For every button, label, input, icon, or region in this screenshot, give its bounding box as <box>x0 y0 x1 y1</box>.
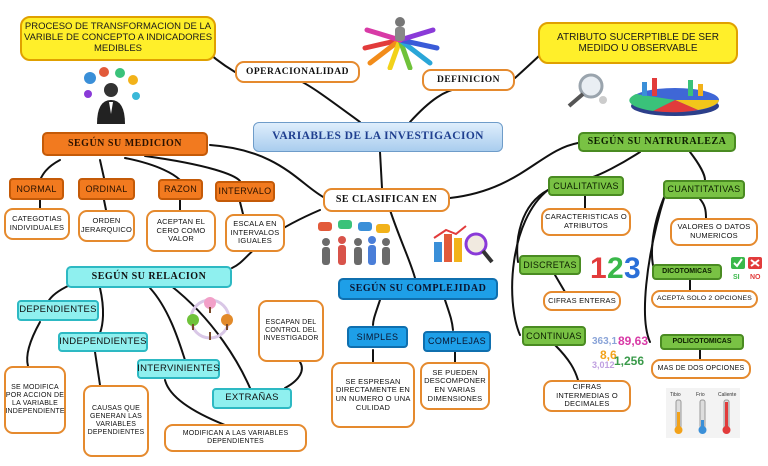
relacion-extranas: EXTRAÑAS <box>212 388 292 409</box>
naturaleza-continuas: CONTINUAS <box>522 326 586 346</box>
people-group-icon <box>318 220 390 265</box>
simples-desc: SE ESPRESAN DIRECTAMENTE EN UN NUMERO O … <box>331 362 415 428</box>
medicion-ordinal-desc: ORDEN JERARQUICO <box>78 210 135 242</box>
continuas-desc: CIFRAS INTERMEDIAS O DECIMALES <box>543 380 631 412</box>
independientes-desc: CAUSAS QUE GENERAN LAS VARIABLES DEPENDI… <box>83 385 149 457</box>
discretas-desc: CIFRAS ENTERAS <box>543 291 621 311</box>
medicion-intervalo-desc: ESCALA EN INTERVALOS IGUALES <box>225 214 285 252</box>
magnifier-person-icon <box>567 73 607 108</box>
tree-cycle-icon <box>187 297 233 340</box>
relacion-intervinientes: INTERVINIENTES <box>137 359 220 379</box>
complejidad-complejas: COMPLEJAS <box>423 331 491 352</box>
thermo-caliente: Caliente <box>718 392 737 398</box>
cuantitativas-desc: VALORES O DATOS NUMERICOS <box>670 218 758 246</box>
medicion-normal-desc: CATEGOTIAS INDIVIDUALES <box>4 208 70 240</box>
yes-no-icon: SI NO <box>731 257 762 281</box>
complejidad-simples: SIMPLES <box>347 326 408 348</box>
medicion-intervalo: INTERVALO <box>215 181 275 202</box>
naturaleza-discretas: DISCRETAS <box>519 255 581 275</box>
no-label: NO <box>750 274 761 281</box>
definicion-note: ATRIBUTO SUCERPTIBLE DE SER MEDIDO U OBS… <box>538 22 738 64</box>
medicion-razon-desc: ACEPTAN EL CERO COMO VALOR <box>146 210 216 252</box>
operacionalidad-node: OPERACIONALIDAD <box>235 61 360 83</box>
naturaleza-cualitativas: CUALITATIVAS <box>548 176 624 196</box>
numbers-123-icon: 1 2 3 <box>590 252 641 282</box>
digit-3: 3 <box>624 252 641 282</box>
thermo-tibio: Tibio <box>670 392 681 398</box>
extranas-desc: ESCAPAN DEL CONTROL DEL INVESTIGADOR <box>258 300 324 362</box>
pie-chart-icon <box>629 78 719 116</box>
intervinientes-desc: MODIFICAN A LAS VARIABLES DEPENDIENTES <box>164 424 307 452</box>
dependientes-desc: SE MODIFICA POR ACCION DE LA VARIABLE IN… <box>4 366 66 434</box>
hub-clasifican: SE CLASIFICAN EN <box>323 188 450 212</box>
complejas-desc: SE PUEDEN DESCOMPONER EN VARIAS DIMENSIO… <box>420 362 490 410</box>
dicotomicas-desc: ACEPTA SOLO 2 OPCIONES <box>651 290 758 308</box>
medicion-razon: RAZON <box>158 179 203 200</box>
si-label: SI <box>733 274 740 281</box>
naturaleza-node: SEGÚN SU NATRURALEZA <box>578 132 736 152</box>
decimal-1256: 1,256 <box>614 354 645 368</box>
medicion-ordinal: ORDINAL <box>78 178 135 200</box>
naturaleza-cuantitativas: CUANTITATIVAS <box>663 180 745 199</box>
map-title: VARIABLES DE LA INVESTIGACION <box>253 122 503 152</box>
naturaleza-policotomicas: POLICOTOMICAS <box>660 334 744 350</box>
thermo-frio: Frio <box>696 392 705 398</box>
decimal-363: 363,1 <box>592 336 618 347</box>
naturaleza-dicotomicas: DICOTOMICAS <box>652 264 722 280</box>
decimal-3012: 3,012 <box>592 360 615 370</box>
operacionalidad-note: PROCESO DE TRANSFORMACION DE LA VARIBLE … <box>20 16 216 61</box>
complejidad-node: SEGÚN SU COMPLEJIDAD <box>338 278 498 300</box>
medicion-node: SEGÚN SU MEDICION <box>42 132 208 156</box>
medicion-normal: NORMAL <box>9 178 64 200</box>
decimal-86: 8,6 <box>600 348 617 362</box>
chart-magnifier-icon <box>433 225 494 264</box>
digit-1: 1 <box>590 252 607 282</box>
cualitativas-desc: CARACTERISTICAS O ATRIBUTOS <box>541 208 631 236</box>
businessman-icon <box>84 67 140 124</box>
definicion-node: DEFINICION <box>422 69 515 91</box>
relacion-independientes: INDEPENDIENTES <box>58 332 148 352</box>
relacion-dependientes: DEPENDIENTES <box>17 300 99 321</box>
digit-2: 2 <box>607 252 624 282</box>
decimal-8963: 89,63 <box>618 334 649 348</box>
policotomicas-desc: MAS DE DOS OPCIONES <box>651 359 751 379</box>
thermometers-icon: Tibio Frio Caliente <box>666 388 740 438</box>
relacion-node: SEGÚN SU RELACION <box>66 266 232 288</box>
arrows-burst-icon <box>362 17 440 70</box>
